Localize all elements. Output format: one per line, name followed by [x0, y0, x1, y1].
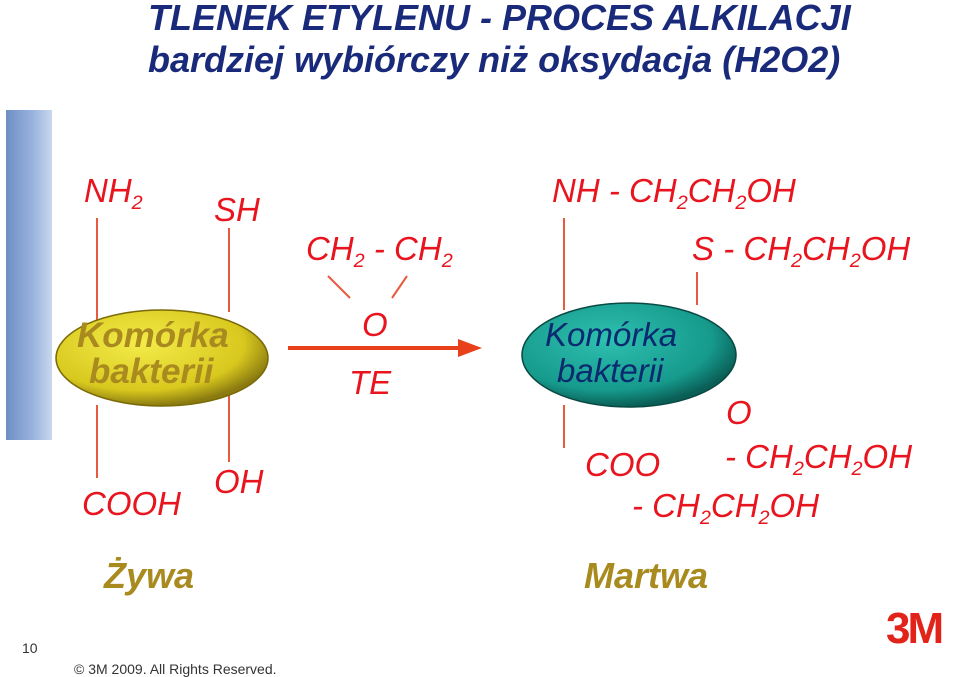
amino-group: NH2 [84, 172, 143, 214]
dead-status-label: Martwa [584, 555, 709, 596]
reagent-abbreviation: TE [349, 364, 392, 401]
hydroxyl-group: OH [214, 463, 264, 500]
decorative-side-panel [6, 110, 52, 440]
carboxyl-group: COOH [82, 485, 181, 522]
alkylated-hydroxyl: - CH2CH2OH [725, 438, 913, 480]
live-cell-label-line2: bakterii [89, 352, 214, 391]
live-status-label: Żywa [104, 555, 195, 596]
reaction-arrow-head [458, 339, 482, 357]
slide-subtitle: bardziej wybiórczy niż oksydacja (H2O2) [148, 39, 841, 80]
thiol-group: SH [214, 191, 260, 228]
ethylene-oxide-formula: CH2 - CH2 [306, 230, 453, 272]
copyright-notice: © 3M 2009. All Rights Reserved. [74, 661, 277, 677]
dead-cell-label-line2: bakterii [557, 352, 664, 389]
alkylated-carboxyl: - CH2CH2OH [632, 487, 820, 529]
epoxide-bond-right [391, 275, 408, 299]
epoxide-oxygen: O [362, 306, 388, 343]
slide-title: TLENEK ETYLENU - PROCES ALKILACJI [148, 0, 851, 38]
ester-oxygen: O [726, 394, 752, 431]
alkylated-amine: NH - CH2CH2OH [552, 172, 796, 214]
dead-cell-label-line1: Komórka [545, 316, 678, 353]
live-cell-ellipse [55, 309, 269, 407]
epoxide-bond-left [327, 275, 351, 299]
live-cell-label-line1: Komórka [77, 316, 229, 355]
carboxylate-group: COO [585, 446, 661, 483]
page-number: 10 [22, 640, 38, 656]
alkylated-thiol: S - CH2CH2OH [692, 230, 911, 272]
dead-cell-ellipse [521, 302, 737, 408]
3m-logo: 3M [886, 604, 944, 653]
